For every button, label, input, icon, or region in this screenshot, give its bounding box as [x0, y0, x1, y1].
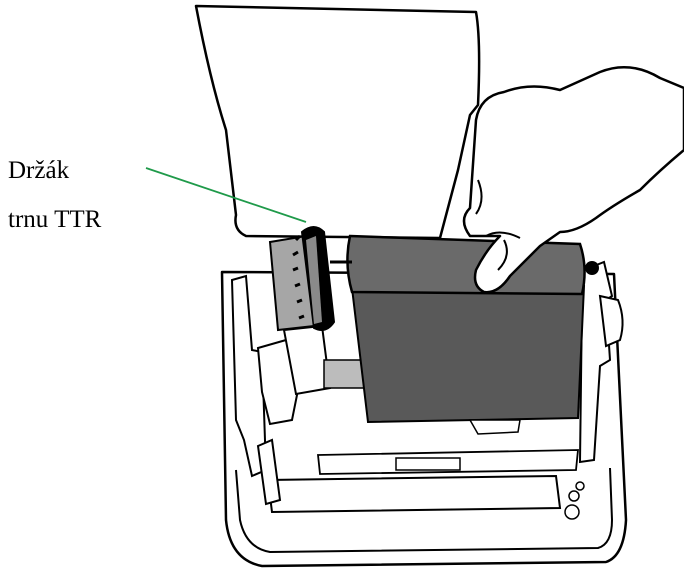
panel-button-2	[575, 481, 585, 491]
printer-tear-bar	[395, 457, 461, 471]
ribbon-roll	[346, 234, 586, 296]
right-latch	[598, 294, 624, 348]
hand-finger-lines	[475, 179, 521, 271]
printer-base-slot	[266, 474, 562, 514]
panel-button-1	[568, 490, 580, 502]
callout-label-line-2: trnu TTR	[8, 206, 102, 233]
callout-leader-line	[145, 167, 307, 223]
right-hub	[585, 261, 599, 275]
left-latch	[256, 438, 282, 506]
callout-label-line-1: Držák	[8, 157, 70, 184]
hand-icon	[462, 66, 684, 294]
panel-button-3	[564, 504, 580, 520]
gear-icon	[292, 226, 336, 331]
printer-base-front	[235, 467, 614, 554]
ribbon-sheet	[350, 284, 586, 424]
ribbon-fold	[468, 419, 521, 435]
printer-lid	[194, 4, 481, 240]
